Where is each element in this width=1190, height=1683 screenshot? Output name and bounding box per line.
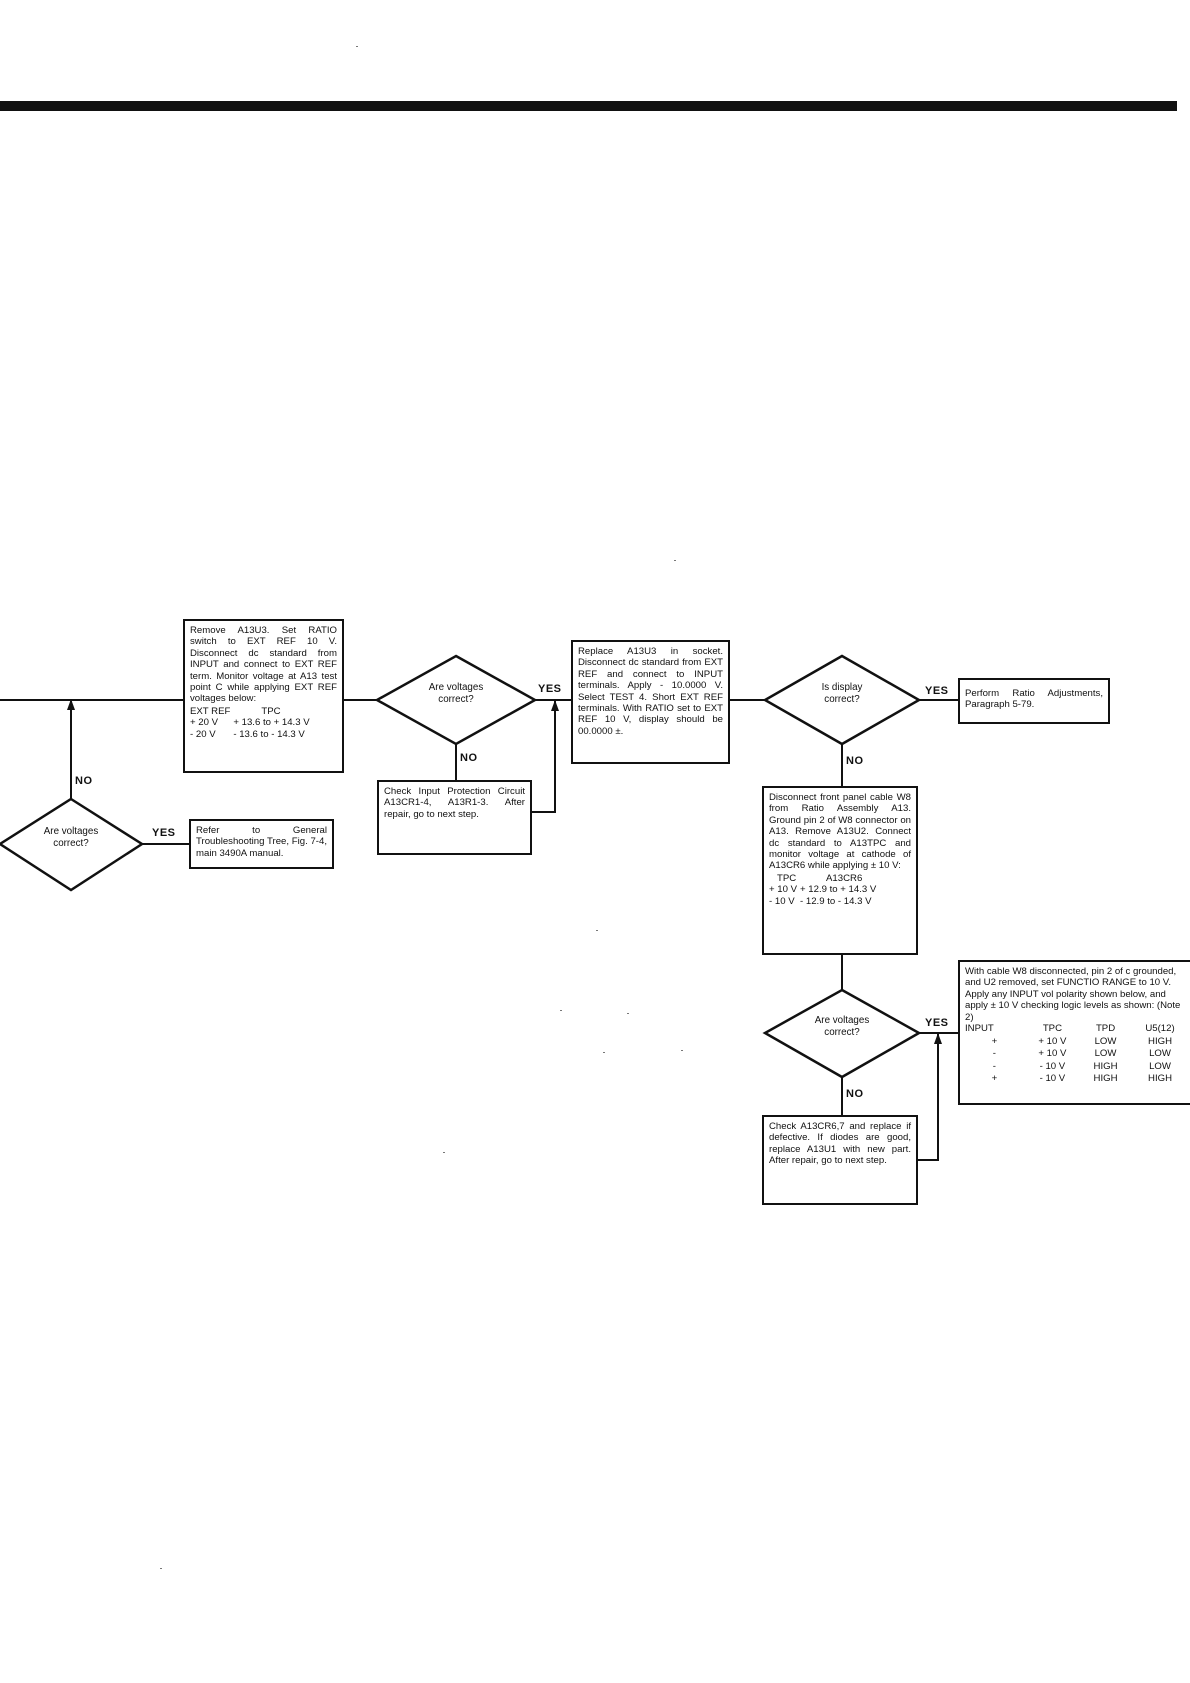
step-box-logic-levels: With cable W8 disconnected, pin 2 of c g…: [958, 960, 1190, 1105]
table-cell: HIGH: [1148, 1035, 1172, 1047]
label-no-lower: NO: [846, 1088, 864, 1100]
decision-diamond-left: [0, 797, 145, 892]
table-header: TPC: [1042, 1023, 1062, 1035]
table-cell: - 12.9 to - 14.3 V: [800, 895, 872, 907]
table-cell: - 10 V: [1039, 1060, 1066, 1072]
table-cell: - 20 V: [190, 728, 216, 740]
table-header: TPC: [261, 705, 281, 717]
table-cell: LOW: [1094, 1048, 1117, 1060]
step-box-check-cr67: Check A13CR6,7 and replace if defective.…: [762, 1115, 918, 1205]
label-yes-lower: YES: [925, 1017, 949, 1029]
table-header: TPD: [1095, 1023, 1116, 1035]
table-cell: HIGH: [1148, 1073, 1172, 1085]
table-cell: HIGH: [1093, 1060, 1118, 1072]
table-header: U5(12): [1145, 1023, 1175, 1035]
label-yes-mid: YES: [538, 683, 562, 695]
voltage-table: EXT REF TPC + 20 V + 13.6 to + 14.3 V - …: [190, 706, 313, 740]
connector-return-loop: [532, 700, 556, 813]
table-header: A13CR6: [826, 872, 863, 884]
step-box-ratio-adjustments: Perform Ratio Adjustments, Paragraph 5-7…: [958, 678, 1110, 724]
scan-speck: [596, 930, 598, 931]
scan-speck: [443, 1152, 445, 1153]
label-yes-display: YES: [925, 685, 949, 697]
label-yes-left: YES: [152, 827, 176, 839]
table-cell: HIGH: [1093, 1073, 1118, 1085]
scan-speck: [681, 1050, 683, 1051]
voltage-table: TPC A13CR6 + 10 V + 12.9 to + 14.3 V - 1…: [769, 873, 879, 907]
table-header: EXT REF: [190, 705, 231, 717]
step-text: Disconnect front panel cable W8 from Rat…: [769, 792, 911, 872]
table-cell: +: [991, 1073, 998, 1085]
table-cell: LOW: [1094, 1035, 1117, 1047]
step-box-check-input-protection: Check Input Protection Circuit A13CR1-4,…: [377, 780, 532, 855]
scan-speck: [160, 1568, 162, 1569]
scan-speck: [560, 1010, 562, 1011]
step-text: Perform Ratio Adjustments, Paragraph 5-7…: [965, 688, 1103, 711]
top-rule: [0, 101, 1177, 111]
decision-text-display: Is display correct?: [821, 682, 863, 705]
scan-speck: [627, 1013, 629, 1014]
step-box-disconnect-w8: Disconnect front panel cable W8 from Rat…: [762, 786, 918, 955]
table-cell: + 12.9 to + 14.3 V: [800, 884, 877, 896]
table-cell: + 20 V: [190, 717, 219, 729]
connector-return-loop-2: [918, 1033, 939, 1161]
label-no-left: NO: [75, 775, 93, 787]
decision-text-mid: Are voltages correct?: [428, 682, 484, 705]
label-no-mid: NO: [460, 752, 478, 764]
table-header: TPC: [777, 872, 797, 884]
table-cell: -: [992, 1048, 996, 1060]
arrowheads: [67, 699, 942, 1044]
table-cell: + 10 V: [769, 884, 798, 896]
table-cell: - 10 V: [769, 895, 795, 907]
decision-text-left: Are voltages correct?: [43, 826, 99, 849]
table-cell: + 13.6 to + 14.3 V: [233, 717, 310, 729]
scan-speck: [603, 1052, 605, 1053]
table-cell: LOW: [1149, 1048, 1171, 1060]
decision-diamond-lower: [762, 988, 922, 1079]
step-text: Check A13CR6,7 and replace if defective.…: [769, 1121, 911, 1167]
table-cell: LOW: [1149, 1060, 1171, 1072]
logic-level-table: INPUT TPC TPD U5(12) + + 10 V LOW HIGH -…: [965, 1023, 1190, 1086]
label-no-display: NO: [846, 755, 864, 767]
decision-diamond-mid: [374, 654, 538, 746]
scan-speck: [674, 560, 676, 561]
table-cell: + 10 V: [1038, 1048, 1067, 1060]
decision-diamond-display: [762, 654, 922, 746]
table-cell: - 10 V: [1039, 1073, 1066, 1085]
scan-speck: [356, 46, 358, 47]
table-cell: -: [992, 1060, 996, 1072]
step-text: Replace A13U3 in socket. Disconnect dc s…: [578, 646, 723, 737]
step-box-replace-u3: Replace A13U3 in socket. Disconnect dc s…: [571, 640, 730, 764]
step-box-remove-u3: Remove A13U3. Set RATIO switch to EXT RE…: [183, 619, 344, 773]
step-text: Remove A13U3. Set RATIO switch to EXT RE…: [190, 625, 337, 705]
table-cell: + 10 V: [1038, 1035, 1067, 1047]
table-header: INPUT: [965, 1023, 994, 1035]
decision-text-lower: Are voltages correct?: [814, 1015, 870, 1038]
step-text: With cable W8 disconnected, pin 2 of c g…: [965, 966, 1181, 1023]
table-cell: +: [991, 1035, 998, 1047]
step-box-refer-general: Refer to General Troubleshooting Tree, F…: [189, 819, 334, 869]
step-text: Check Input Protection Circuit A13CR1-4,…: [384, 786, 525, 820]
table-cell: - 13.6 to - 14.3 V: [233, 728, 305, 740]
step-text: Refer to General Troubleshooting Tree, F…: [196, 825, 327, 859]
